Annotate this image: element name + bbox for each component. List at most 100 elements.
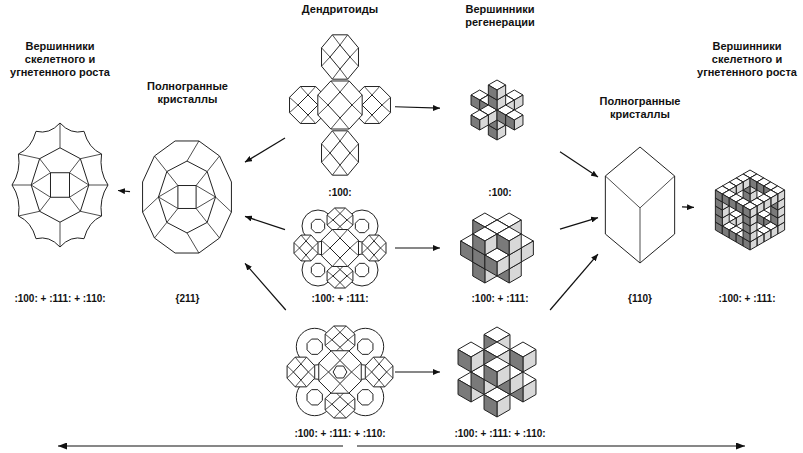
cube-face: [497, 255, 509, 276]
crystal-outline: [322, 35, 359, 79]
crystal-face: [358, 339, 373, 354]
cube-face: [722, 226, 729, 238]
facet-edge: [331, 118, 340, 129]
transition-arrow: [118, 190, 130, 191]
form-heading: Полногранные кристаллы: [598, 95, 682, 121]
cube-face: [510, 372, 523, 395]
facet-edge: [207, 222, 219, 238]
facet-edge: [372, 115, 380, 123]
cube-face: [485, 234, 497, 255]
crystal-form: Дендритоиды:100:: [285, 3, 395, 199]
transition-arrow: [682, 206, 694, 208]
transition-arrow: [560, 218, 598, 229]
cube-face: [497, 365, 510, 388]
facet-edge: [18, 211, 39, 216]
facet-edge: [334, 326, 340, 332]
crystal-outline: [319, 351, 361, 393]
cube-face: [471, 95, 480, 110]
facet-edge: [301, 357, 307, 364]
face-index: {110}: [628, 293, 652, 305]
facet-edge: [207, 156, 219, 172]
facet-edge: [313, 243, 319, 248]
crystal-face: [332, 397, 348, 412]
facet-edge: [294, 243, 300, 248]
form-heading: Полногранные кристаллы: [130, 80, 245, 106]
facet-edge: [640, 208, 641, 263]
cube-face: [488, 110, 497, 125]
crystal-face: [333, 270, 347, 283]
crystal-outline: [322, 230, 359, 267]
facet-edge: [340, 230, 348, 238]
crystal-face: [300, 241, 313, 255]
dendritoid-figure: [290, 35, 391, 175]
facet-edge: [352, 105, 362, 115]
facet-edge: [187, 141, 199, 161]
cube-face: [473, 234, 485, 255]
facet-edge: [348, 340, 355, 346]
cube-face: [471, 350, 484, 373]
facet-edge: [196, 197, 215, 208]
facet-edge: [379, 380, 385, 387]
crystal-outline: [318, 81, 362, 129]
facet-edge: [362, 248, 368, 253]
facet-edge: [374, 235, 379, 241]
transition-arrow: [550, 254, 598, 310]
regeneration-figure: [458, 327, 536, 417]
transition-arrow: [560, 152, 598, 177]
cube-face: [509, 234, 521, 255]
facet-edge: [364, 87, 372, 95]
crystal-outline: [325, 326, 355, 354]
cube-face: [778, 190, 785, 202]
polyhedron-figure: [143, 141, 232, 253]
crystal-face: [50, 173, 69, 198]
face-index: :100: + :111: + :110:: [454, 428, 545, 440]
cube-face: [757, 182, 764, 194]
crystal-face: [330, 238, 350, 258]
cube-face: [757, 234, 764, 246]
facet-edge: [335, 283, 340, 289]
crystal-face: [333, 214, 347, 227]
cube-face: [484, 365, 497, 388]
crystal-face: [158, 161, 215, 233]
facet-edge: [325, 398, 332, 404]
facet-edge: [340, 258, 348, 266]
facet-edge: [322, 240, 330, 248]
crystal-face: [307, 390, 322, 405]
crystal-face: [368, 241, 381, 255]
facet-edge: [332, 165, 340, 175]
crystal-face: [355, 219, 368, 232]
facet-edge: [605, 176, 640, 208]
crystal-face: [307, 339, 322, 354]
facet-edge: [196, 186, 215, 197]
facet-edge: [40, 197, 51, 211]
crystal-outline: [143, 141, 232, 253]
facet-edge: [322, 248, 330, 256]
facet-edge: [369, 235, 374, 241]
crystal-outline: [605, 147, 674, 263]
transition-arrow: [245, 263, 286, 310]
face-index: :100: + :111:: [719, 293, 776, 305]
facet-edge: [340, 412, 346, 418]
direction-arrow: [58, 445, 343, 446]
cube-face: [471, 372, 484, 395]
cube-face: [729, 198, 736, 210]
regeneration-figure: [471, 80, 523, 140]
polyhedron-figure: [605, 147, 674, 263]
crystal-form: Полногранные кристаллы{211}: [130, 80, 245, 305]
facet-edge: [290, 105, 298, 113]
crystal-form: :100: + :111:: [285, 202, 395, 305]
face-index: :100:: [328, 187, 351, 199]
facet-edge: [373, 357, 379, 364]
crystal-form: :100: + :111: + :110:: [440, 310, 560, 440]
facet-edge: [143, 197, 159, 212]
facet-edge: [216, 197, 232, 212]
facet-edge: [340, 81, 349, 92]
face-index: :100: + :111: + :110:: [14, 293, 105, 305]
facet-edge: [340, 208, 345, 214]
crystal-face: [293, 364, 308, 380]
crystal-face: [362, 95, 382, 115]
regeneration-figure: [461, 213, 534, 283]
facet-edge: [640, 176, 675, 208]
